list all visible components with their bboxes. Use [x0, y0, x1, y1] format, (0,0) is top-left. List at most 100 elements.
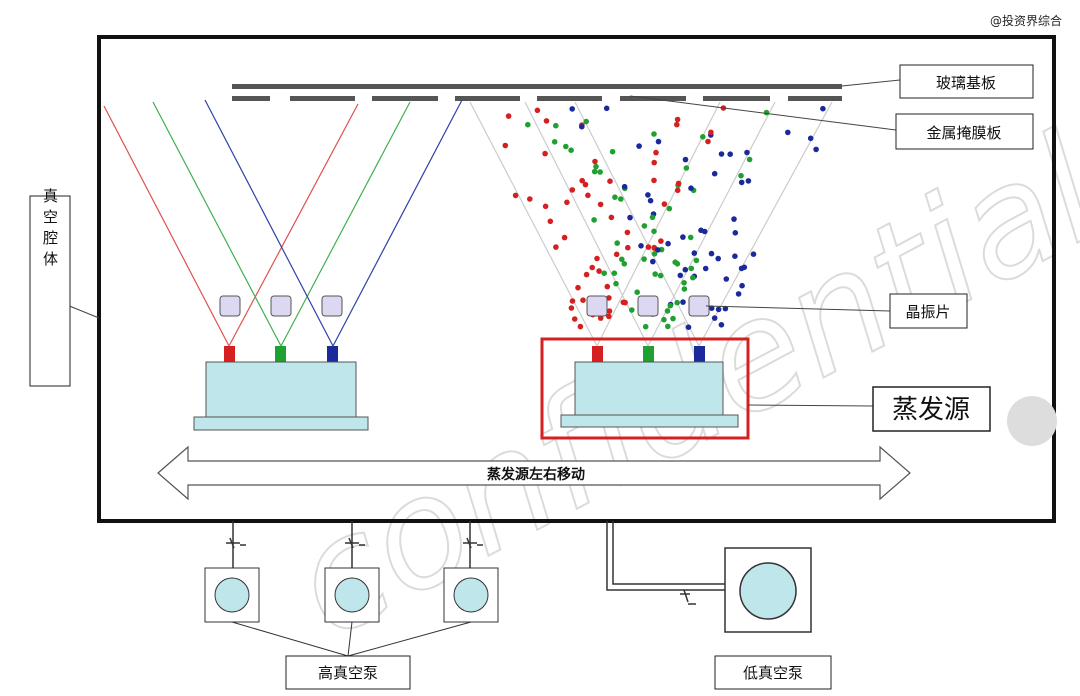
particle-dot — [647, 197, 654, 204]
particle-dot — [708, 129, 714, 136]
particle-dot — [661, 316, 667, 323]
particle-dot — [745, 178, 752, 184]
movement-arrow: 蒸发源左右移动 — [157, 445, 911, 501]
evaporation-source-left — [193, 346, 369, 431]
particle-dot — [601, 270, 607, 277]
particle-dot — [682, 266, 689, 273]
particle-dot — [674, 261, 681, 267]
particle-dot — [651, 228, 657, 235]
particle-dot — [667, 302, 674, 309]
particle-dot — [575, 284, 581, 291]
particle-dot — [634, 289, 640, 296]
particle-dot — [746, 156, 753, 163]
particle-dot — [650, 258, 656, 265]
particle-dot — [674, 121, 680, 128]
particle-dot — [685, 324, 692, 331]
particle-dot — [658, 238, 664, 244]
particle-dot — [582, 181, 589, 188]
particle-dot — [683, 165, 690, 171]
particle-dot — [785, 129, 791, 136]
particle-dot — [738, 172, 744, 179]
particle-dot — [651, 177, 657, 184]
glass-substrate — [232, 84, 842, 89]
particle-dot — [645, 244, 652, 250]
evaporation-source-right — [540, 337, 750, 440]
particle-dot — [589, 264, 595, 271]
mask-segment — [703, 96, 770, 101]
particle-dot — [607, 178, 613, 184]
particle-dot — [583, 118, 589, 125]
label-crystal-sensor: 晶振片 — [905, 303, 950, 321]
particle-dot — [571, 316, 578, 322]
particle-dot — [722, 305, 729, 312]
particle-dot — [687, 234, 694, 241]
mask-segment — [537, 96, 602, 101]
particle-dot — [664, 308, 671, 314]
particle-dot — [594, 255, 600, 262]
label-crystal-sensor-box: 晶振片 — [889, 293, 968, 329]
particle-dot — [681, 280, 687, 286]
particle-dot — [741, 264, 748, 271]
particle-dot — [732, 230, 739, 236]
particle-dot — [674, 116, 681, 123]
particle-dot — [591, 168, 598, 175]
mask-segment — [788, 96, 842, 101]
label-high-vacuum-pump-box: 高真空泵 — [285, 655, 411, 690]
particle-dot — [603, 105, 610, 112]
label-high-vacuum-pump: 高真空泵 — [318, 664, 378, 682]
particle-dot — [564, 199, 570, 206]
mask-segment — [455, 96, 520, 101]
particle-dot — [543, 118, 550, 124]
particle-dot — [619, 256, 625, 263]
circle-badge — [1007, 396, 1057, 446]
particle-dot — [813, 146, 819, 153]
particle-dot — [636, 143, 642, 149]
particle-dot — [608, 214, 615, 221]
vacuum-chamber — [97, 35, 1056, 523]
particle-dot — [661, 201, 668, 207]
particle-dot — [688, 185, 694, 191]
particle-dot — [596, 268, 602, 274]
particle-dot — [680, 234, 686, 240]
particle-dot — [505, 113, 512, 119]
particle-dot — [657, 272, 664, 279]
particle-dot — [763, 109, 770, 116]
low-vacuum-pump — [606, 521, 812, 633]
particle-dot — [579, 123, 585, 130]
particle-dot — [807, 135, 814, 142]
right-evaporation-beams — [469, 101, 833, 347]
particle-dot — [675, 180, 682, 187]
particle-dot — [652, 271, 658, 277]
particle-dot — [665, 240, 671, 247]
particle-dot — [674, 187, 681, 194]
particle-dot — [674, 299, 680, 306]
particle-dot — [621, 183, 628, 190]
particle-dot — [547, 218, 554, 225]
particle-dot — [690, 274, 696, 281]
left-evaporation-beams — [103, 99, 463, 347]
label-metal-mask: 金属掩膜板 — [926, 124, 1001, 142]
particle-dot — [512, 192, 519, 199]
particle-dot — [731, 216, 737, 222]
particle-dot — [651, 251, 658, 257]
particle-dot — [655, 138, 662, 145]
particle-dot — [561, 234, 568, 241]
particle-dot — [750, 251, 757, 257]
particle-dot — [698, 227, 704, 234]
particle-dot — [645, 192, 651, 198]
label-metal-mask-box: 金属掩膜板 — [895, 113, 1034, 150]
particle-dot — [527, 196, 533, 202]
particle-dot — [585, 192, 591, 199]
particle-dot — [502, 142, 509, 149]
label-glass-substrate: 玻璃基板 — [936, 74, 996, 92]
particle-dot — [621, 261, 628, 267]
particle-dot — [563, 143, 569, 150]
particle-dot — [542, 203, 549, 210]
label-evaporation-source-box: 蒸发源 — [872, 386, 991, 432]
particle-dot — [629, 307, 635, 313]
particle-dot — [577, 323, 584, 330]
particle-dot — [614, 240, 620, 246]
particle-dot — [625, 244, 631, 251]
crystal-sensors-left — [219, 295, 343, 317]
